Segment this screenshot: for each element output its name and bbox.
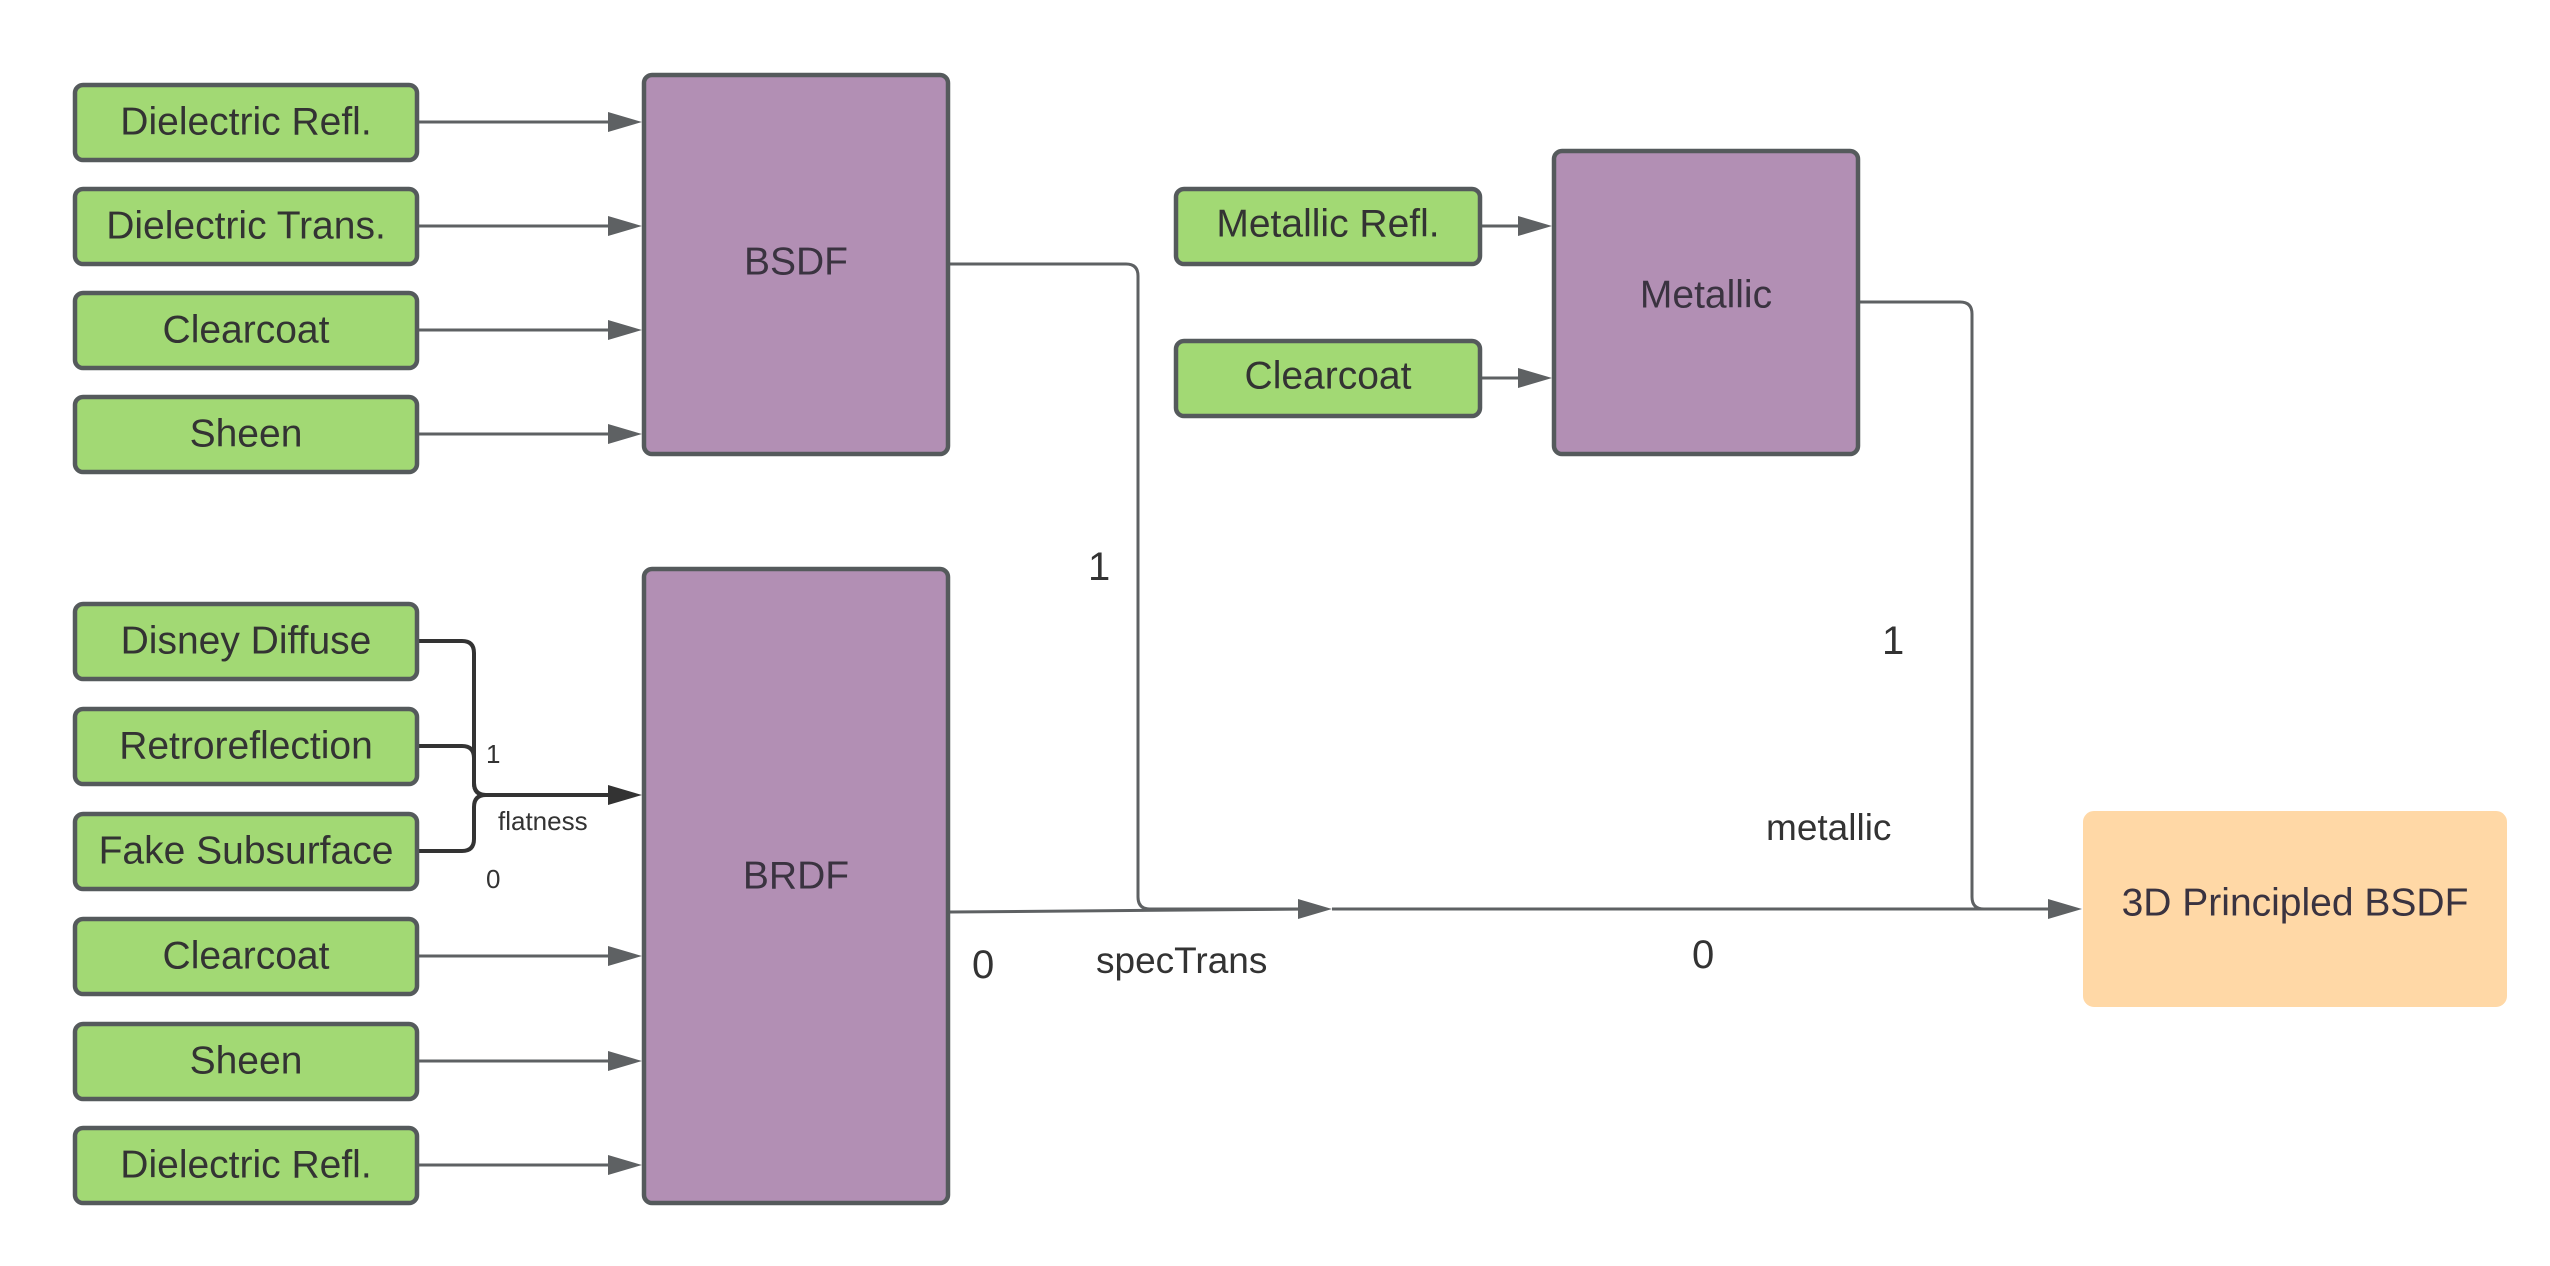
arrowhead [608,1155,642,1175]
input-node-sheen-bottom[interactable]: Sheen [72,1021,420,1102]
input-node-clearcoat-metallic[interactable]: Clearcoat [1173,338,1483,419]
edge-retroreflection-to-mix [417,744,487,797]
edge-labels: 1 flatness 0 1 0 specTrans 1 metallic 0 [486,545,1904,987]
arrowhead [608,1051,642,1071]
input-label: Disney Diffuse [121,619,372,662]
spectrans-label: specTrans [1096,940,1267,981]
block-label: BRDF [743,854,849,897]
metallic-one-label: 1 [1882,619,1904,663]
input-label: Retroreflection [119,724,373,767]
metallic-zero-label: 0 [1692,933,1714,977]
edges [417,112,2082,1175]
spectrans-one-label: 1 [1088,545,1110,589]
arrowhead [608,424,642,444]
flatness-one-label: 1 [486,739,500,769]
arrowhead [608,112,642,132]
input-label: Dielectric Refl. [120,100,371,143]
arrowhead [1518,216,1552,236]
input-node-dielectric-trans[interactable]: Dielectric Trans. [72,186,420,267]
arrowhead [1518,368,1552,388]
input-label: Clearcoat [163,308,330,351]
block-label: Metallic [1640,273,1772,316]
input-label: Sheen [190,412,303,455]
arrowhead [608,320,642,340]
input-node-disney-diffuse[interactable]: Disney Diffuse [72,601,420,682]
input-label: Clearcoat [163,934,330,977]
input-node-dielectric-refl-bottom[interactable]: Dielectric Refl. [72,1125,420,1206]
block-bsdf[interactable]: BSDF [641,72,951,457]
input-node-clearcoat-top[interactable]: Clearcoat [72,290,420,371]
arrowhead [608,946,642,966]
flatness-zero-label: 0 [486,864,500,894]
input-node-sheen-top[interactable]: Sheen [72,394,420,475]
block-metallic[interactable]: Metallic [1551,148,1861,457]
input-node-fake-subsurface[interactable]: Fake Subsurface [72,811,420,892]
metallic-label: metallic [1766,807,1891,848]
arrowhead [608,216,642,236]
edge-metallic-to-output [1860,300,2060,911]
flatness-label: flatness [498,806,588,836]
edge-disney-diffuse-to-mix [417,639,620,797]
input-node-retroreflection[interactable]: Retroreflection [72,706,420,787]
input-node-dielectric-refl-top[interactable]: Dielectric Refl. [72,82,420,163]
block-label: BSDF [744,240,848,283]
output-label: 3D Principled BSDF [2122,881,2469,924]
arrowhead [1298,899,1332,919]
arrowhead [2048,899,2082,919]
input-label: Clearcoat [1245,354,1412,397]
block-brdf[interactable]: BRDF [641,566,951,1206]
input-node-clearcoat-bottom[interactable]: Clearcoat [72,916,420,997]
input-node-metallic-refl[interactable]: Metallic Refl. [1173,186,1483,267]
edge-bsdf-to-spectrans-mix [950,262,1310,911]
input-label: Dielectric Trans. [106,204,386,247]
output-node-principled-bsdf[interactable]: 3D Principled BSDF [2083,811,2507,1007]
arrowhead [608,785,642,805]
edge-fake-subsurface-to-mix [417,793,487,853]
spectrans-zero-label: 0 [972,943,994,987]
input-label: Metallic Refl. [1216,202,1439,245]
edge-brdf-to-spectrans-mix [949,907,1311,914]
input-label: Fake Subsurface [99,829,394,872]
input-label: Sheen [190,1039,303,1082]
input-label: Dielectric Refl. [120,1143,371,1186]
